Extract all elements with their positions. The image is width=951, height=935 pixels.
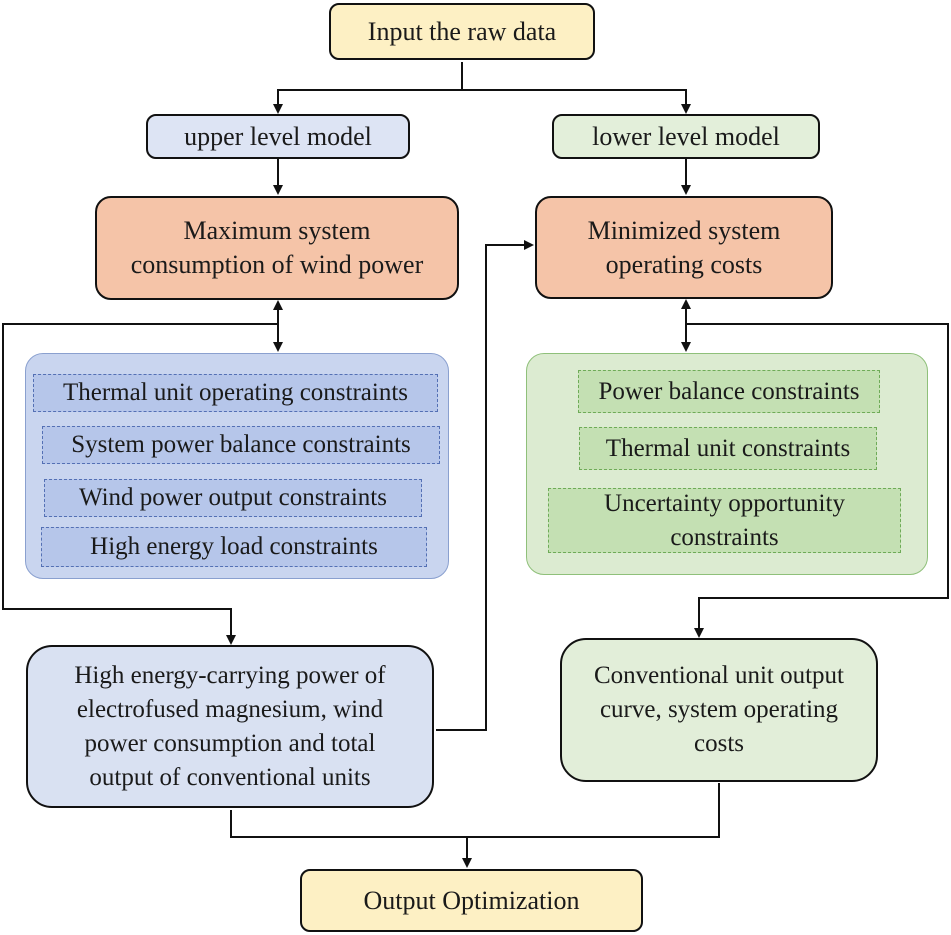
upper-feedback-line xyxy=(2,323,278,645)
upper-result-line-1: High energy-carrying power of xyxy=(74,661,386,689)
upper-constraint-thermal-unit: Thermal unit operating constraints xyxy=(33,374,438,412)
lower-constraint-label: Thermal unit constraints xyxy=(605,434,851,462)
upper-constraint-high-energy-load: High energy load constraints xyxy=(41,527,427,567)
lower-constraint-uncertainty: Uncertainty opportunity constraints xyxy=(548,488,901,553)
output-optimization-label: Output Optimization xyxy=(363,885,580,915)
lower-constraint-power-balance: Power balance constraints xyxy=(578,370,880,413)
lower-result-line-1: Conventional unit output xyxy=(594,662,844,689)
upper-result-to-lower-objective-line xyxy=(436,240,534,731)
upper-result-box: High energy-carrying power of electrofus… xyxy=(26,645,434,808)
lower-result-line-3: costs xyxy=(694,730,744,757)
upper-result-line-3: power consumption and total xyxy=(84,729,376,757)
lower-constraint-label-line-1: Uncertainty opportunity xyxy=(604,489,845,517)
lower-objective-box: Minimized system operating costs xyxy=(535,196,833,299)
input-split-line xyxy=(273,62,463,114)
input-raw-data-box: Input the raw data xyxy=(329,3,595,60)
upper-constraint-wind-power: Wind power output constraints xyxy=(44,479,422,517)
upper-objective-line-2: consumption of wind power xyxy=(130,250,424,279)
merge-to-output-line xyxy=(230,783,720,838)
upper-constraint-label: System power balance constraints xyxy=(71,431,411,458)
upper-level-model-box: upper level model xyxy=(146,114,410,159)
upper-result-line-2: electrofused magnesium, wind xyxy=(76,695,384,723)
lower-level-model-box: lower level model xyxy=(552,114,820,159)
lower-level-model-label: lower level model xyxy=(592,121,780,151)
upper-constraint-label: High energy load constraints xyxy=(90,533,378,560)
upper-result-line-4: output of conventional units xyxy=(89,763,371,791)
output-optimization-box: Output Optimization xyxy=(300,869,643,932)
input-to-lower-line xyxy=(462,89,691,114)
upper-constraint-power-balance: System power balance constraints xyxy=(42,426,440,464)
lower-result-box: Conventional unit output curve, system o… xyxy=(560,638,878,782)
upper-level-model-label: upper level model xyxy=(184,121,372,151)
lower-constraint-label: Power balance constraints xyxy=(598,377,860,405)
lower-objective-line-2: operating costs xyxy=(605,249,763,279)
input-raw-data-label: Input the raw data xyxy=(367,16,557,46)
lower-constraint-thermal-unit: Thermal unit constraints xyxy=(579,427,877,470)
lower-feedback-line xyxy=(686,323,949,638)
upper-constraint-label: Wind power output constraints xyxy=(79,484,387,511)
lower-result-line-2: curve, system operating xyxy=(599,696,839,723)
upper-constraint-label: Thermal unit operating constraints xyxy=(62,379,409,406)
upper-objective-line-1: Maximum system xyxy=(183,216,371,245)
lower-constraint-label-line-2: constraints xyxy=(670,523,779,551)
lower-objective-line-1: Minimized system xyxy=(587,215,781,245)
upper-objective-box: Maximum system consumption of wind power xyxy=(95,196,459,300)
